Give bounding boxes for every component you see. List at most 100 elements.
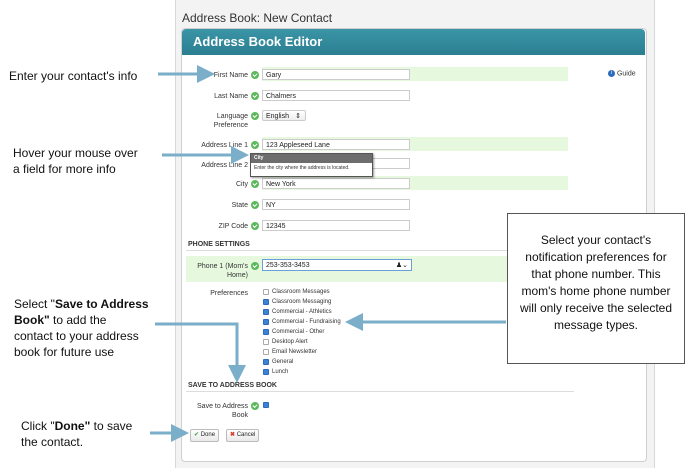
preference-item[interactable]: Desktop Alert <box>263 337 423 347</box>
preference-checkbox[interactable] <box>263 359 269 365</box>
preference-item[interactable]: Classroom Messaging <box>263 297 423 307</box>
phone1-label: Phone 1 (Mom's Home) <box>188 262 248 280</box>
first-name-input[interactable]: Gary <box>262 69 410 80</box>
cancel-label: Cancel <box>236 432 256 438</box>
preference-item[interactable]: Classroom Messages <box>263 287 423 297</box>
preference-label: Email Newsletter <box>272 349 318 355</box>
language-label: Language Preference <box>188 112 248 130</box>
preference-checkbox[interactable] <box>263 349 269 355</box>
annotation-hover: Hover your mouse over a field for more i… <box>13 145 138 177</box>
preference-item[interactable]: Commercial - Athletics <box>263 307 423 317</box>
window-title: Address Book: New Contact <box>182 11 333 25</box>
annotation-save-line4: book for future use <box>14 345 115 359</box>
preference-item[interactable]: General <box>263 357 423 367</box>
save-label-line2: Book <box>232 412 248 419</box>
guide-link[interactable]: i Guide <box>608 70 636 77</box>
preference-checkbox[interactable] <box>263 369 269 375</box>
phone1-label-line1: Phone 1 (Mom's <box>197 263 248 270</box>
preference-item[interactable]: Commercial - Other <box>263 327 423 337</box>
check-circle-icon <box>251 262 259 270</box>
preference-checkbox[interactable] <box>263 299 269 305</box>
preference-label: Desktop Alert <box>272 339 308 345</box>
address1-input[interactable]: 123 Appleseed Lane <box>262 139 410 150</box>
preference-label: Lunch <box>272 369 289 375</box>
annotation-enter-info: Enter your contact's info <box>9 69 138 83</box>
check-circle-icon <box>251 201 259 209</box>
annotation-done-pre: Click " <box>21 419 55 433</box>
preference-label: Commercial - Athletics <box>272 309 332 315</box>
tooltip-text: Enter the city where the address is loca… <box>254 165 350 171</box>
language-label-line1: Language <box>216 113 248 120</box>
check-circle-icon <box>251 222 259 230</box>
cancel-button[interactable]: ✖ Cancel <box>226 429 260 442</box>
check-circle-icon <box>251 402 259 410</box>
phone1-value: 253-353-3453 <box>266 262 310 269</box>
check-circle-icon <box>251 92 259 100</box>
language-label-line2: Preference <box>213 122 248 129</box>
preference-item[interactable]: Commercial - Fundraising <box>263 317 423 327</box>
info-icon: i <box>608 70 615 77</box>
annotation-done-post: to save <box>90 419 133 433</box>
editor-header: Address Book Editor <box>182 29 645 55</box>
done-label: Done <box>200 432 216 438</box>
preference-label: General <box>272 359 294 365</box>
select-arrows-icon: ⇕ <box>295 113 301 120</box>
guide-label: Guide <box>616 70 636 78</box>
save-label-line1: Save to Address <box>197 403 248 410</box>
city-input[interactable]: New York <box>262 178 410 189</box>
annotation-done-line2: the contact. <box>21 435 84 449</box>
last-name-label: Last Name <box>214 93 248 100</box>
state-input[interactable]: NY <box>262 199 410 210</box>
annotation-hover-line2: a field for more info <box>13 162 116 176</box>
preferences-label: Preferences <box>210 290 248 297</box>
last-name-input[interactable]: Chalmers <box>262 90 410 101</box>
annotation-done-bold: Done" <box>54 419 91 433</box>
preference-label: Commercial - Fundraising <box>272 319 341 325</box>
phone-settings-heading: PHONE SETTINGS <box>188 241 250 248</box>
language-value: English <box>266 113 289 120</box>
arrow-save <box>155 322 246 383</box>
done-button[interactable]: ✔ Done <box>190 429 220 442</box>
annotation-save-bold1: Save to Address <box>54 297 149 311</box>
check-circle-icon <box>251 71 259 79</box>
phone-settings-divider <box>186 250 574 251</box>
first-name-label: First Name <box>213 72 248 79</box>
tooltip-title: City <box>251 154 372 163</box>
preference-checkbox[interactable] <box>263 339 269 345</box>
annotation-hover-line1: Hover your mouse over <box>13 146 138 160</box>
field-tooltip: City Enter the city where the address is… <box>250 153 373 177</box>
address2-label: Address Line 2 <box>201 162 248 169</box>
save-to-address-label: Save to Address Book <box>188 402 248 420</box>
state-label: State <box>231 202 248 209</box>
address1-label: Address Line 1 <box>201 142 248 149</box>
preference-label: Commercial - Other <box>272 329 325 335</box>
city-label: City <box>235 181 248 188</box>
preference-checkbox[interactable] <box>263 289 269 295</box>
zip-input[interactable]: 12345 <box>262 220 410 231</box>
preference-label: Classroom Messaging <box>272 299 332 305</box>
save-section-heading: SAVE TO ADDRESS BOOK <box>188 382 277 389</box>
contact-type-icon[interactable]: ♟⌄ <box>395 262 408 269</box>
save-section-divider <box>186 391 574 392</box>
x-icon: ✖ <box>230 432 236 438</box>
preference-checkbox[interactable] <box>263 319 269 325</box>
preference-item[interactable]: Lunch <box>263 367 423 377</box>
phone1-input[interactable]: 253-353-3453 ♟⌄ <box>262 259 412 271</box>
preference-item[interactable]: Email Newsletter <box>263 347 423 357</box>
preferences-callout: Select your contact's notification prefe… <box>507 213 685 364</box>
preference-checkbox[interactable] <box>263 329 269 335</box>
save-to-address-checkbox[interactable] <box>263 402 269 408</box>
language-select[interactable]: English ⇕ <box>262 110 306 121</box>
annotation-save-pre: Select " <box>14 297 55 311</box>
check-circle-icon <box>251 141 259 149</box>
annotation-done: Click "Done" to save the contact. <box>21 418 132 450</box>
preference-label: Classroom Messages <box>272 289 330 295</box>
zip-label: ZIP Code <box>218 223 248 230</box>
check-circle-icon <box>251 112 259 120</box>
annotation-save-post: to add the <box>49 313 107 327</box>
phone1-label-line2: Home) <box>226 272 248 279</box>
checkmark-icon: ✔ <box>194 432 200 438</box>
preference-checkbox[interactable] <box>263 309 269 315</box>
